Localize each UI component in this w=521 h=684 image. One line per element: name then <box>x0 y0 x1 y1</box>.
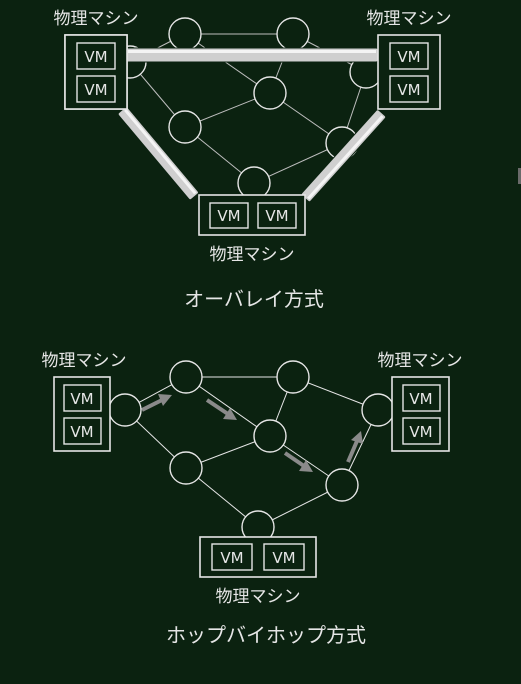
vm-label: VM <box>409 423 432 441</box>
hop-arrow-head <box>351 431 363 444</box>
overlay-network-nodes <box>113 17 383 200</box>
hop-arrows <box>141 394 363 472</box>
hop-node <box>276 360 310 394</box>
hop-node <box>361 393 395 427</box>
vm-box <box>402 417 441 445</box>
vm-label: VM <box>397 81 420 99</box>
vm-box <box>76 75 116 103</box>
overlay-machine-top-left: 物理マシン VM VM <box>54 9 139 110</box>
vm-box <box>211 543 253 571</box>
hop-arrow-head <box>299 460 313 472</box>
overlay-node <box>276 17 310 51</box>
hop-arrow-head <box>158 394 172 406</box>
hop-node <box>325 468 359 502</box>
vm-label: VM <box>272 549 295 567</box>
hop-node <box>253 419 287 453</box>
hop-arrow <box>346 440 359 463</box>
overlay-caption: オーバレイ方式 <box>184 287 324 311</box>
scroll-marker <box>518 168 521 184</box>
overlay-machine-top-right: 物理マシン VM VM <box>367 9 452 110</box>
overlay-node <box>168 110 202 144</box>
physical-machine-box <box>377 34 441 110</box>
vm-box <box>76 42 116 70</box>
machine-label: 物理マシン <box>42 351 127 371</box>
vm-box <box>63 417 102 445</box>
hop-arrow-head <box>223 408 237 420</box>
hop-node <box>169 360 203 394</box>
hop-section: 物理マシン VM VM 物理マシン VM VM VM VM 物理マシン ホップバ… <box>42 351 463 647</box>
hop-arrow <box>205 398 230 416</box>
overlay-node <box>237 166 271 200</box>
physical-machine-box <box>199 536 317 578</box>
physical-machine-box <box>198 194 306 236</box>
vm-label: VM <box>70 390 93 408</box>
hop-arrow <box>141 398 163 412</box>
hop-node <box>169 451 203 485</box>
vm-label: VM <box>217 207 240 225</box>
overlay-node <box>168 17 202 51</box>
hop-machine-bottom: VM VM 物理マシン <box>199 536 317 607</box>
vm-label: VM <box>220 549 243 567</box>
vm-label: VM <box>409 390 432 408</box>
overlay-node <box>253 76 287 110</box>
vm-label: VM <box>265 207 288 225</box>
hop-caption: ホップバイホップ方式 <box>166 623 366 647</box>
vm-box <box>389 75 429 103</box>
hop-network-nodes <box>108 360 395 544</box>
vm-box <box>389 42 429 70</box>
vm-box <box>209 202 249 229</box>
vm-box <box>257 202 297 229</box>
overlay-machine-bottom: VM VM 物理マシン <box>198 194 306 265</box>
hop-machine-right: 物理マシン VM VM <box>378 351 463 452</box>
machine-label: 物理マシン <box>216 587 301 607</box>
vm-box <box>263 543 305 571</box>
vm-label: VM <box>70 423 93 441</box>
tunnel-left <box>117 106 199 201</box>
machine-label: 物理マシン <box>367 9 452 29</box>
machine-label: 物理マシン <box>378 351 463 371</box>
machine-label: 物理マシン <box>54 9 139 29</box>
hop-node <box>108 393 142 427</box>
vm-box <box>402 384 441 412</box>
vm-box <box>63 384 102 412</box>
machine-label: 物理マシン <box>210 245 295 265</box>
overlay-section: 物理マシン VM VM 物理マシン VM VM VM VM 物理マシン オーバレ <box>54 9 452 311</box>
vm-label: VM <box>84 81 107 99</box>
overlay-tunnels <box>117 47 387 203</box>
vm-label: VM <box>397 48 420 66</box>
hop-arrow <box>283 451 306 468</box>
hop-machine-left: 物理マシン VM VM <box>42 351 127 452</box>
vm-label: VM <box>84 48 107 66</box>
